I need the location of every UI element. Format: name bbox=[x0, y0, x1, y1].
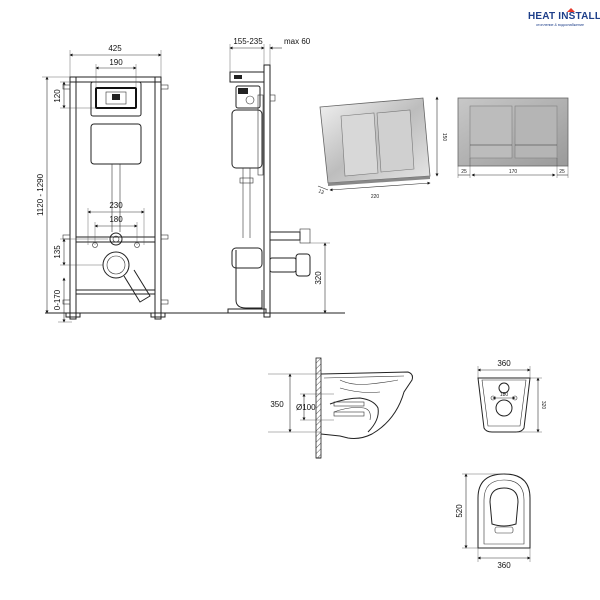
dim-hole-spacing: 180 bbox=[500, 392, 509, 398]
dim-pipe-diameter: Ø100 bbox=[296, 403, 316, 412]
front-button-right bbox=[514, 105, 558, 159]
frame-post-left bbox=[69, 76, 77, 320]
dim-plate-depth: 13 bbox=[317, 188, 325, 196]
dim-drain-outer: 230 bbox=[109, 201, 123, 210]
side-top-bracket bbox=[229, 71, 265, 83]
frame-top-rail bbox=[69, 76, 162, 83]
dim-margin-left: 25 bbox=[461, 169, 467, 175]
dim-frame-width: 425 bbox=[108, 44, 122, 53]
dim-depth-range: 155-235 bbox=[233, 37, 263, 46]
dim-max-depth: max 60 bbox=[284, 37, 311, 46]
toilet-top-view: 520 360 bbox=[455, 473, 531, 570]
dim-plate-height: 150 bbox=[441, 133, 447, 142]
dim-top-width: 360 bbox=[497, 561, 511, 570]
dim-back-height: 320 bbox=[540, 401, 546, 410]
dim-top-width: 190 bbox=[109, 58, 123, 67]
toilet-top-outline bbox=[477, 473, 531, 549]
side-cistern bbox=[231, 109, 263, 169]
brand-tagline: отопление & водоснабжение bbox=[536, 23, 585, 27]
service-opening bbox=[90, 81, 142, 117]
house-roof-icon bbox=[567, 8, 575, 12]
dim-top-length: 520 bbox=[455, 504, 464, 518]
front-button-left bbox=[469, 105, 513, 159]
side-drain-elbow bbox=[235, 250, 263, 309]
flush-plate-front: 25 170 25 bbox=[457, 97, 569, 178]
dim-margin-right: 25 bbox=[559, 169, 565, 175]
dim-plate-width: 220 bbox=[371, 194, 380, 200]
side-drain-connection bbox=[269, 257, 297, 273]
bowl-opening bbox=[489, 487, 519, 527]
dim-toilet-height: 350 bbox=[270, 400, 284, 409]
water-inlet bbox=[109, 232, 123, 246]
frame-side-view: 155-235 max 60 320 bbox=[205, 37, 345, 318]
frame-post-right bbox=[154, 76, 162, 320]
dim-top-height: 120 bbox=[53, 89, 62, 103]
toilet-wall bbox=[315, 357, 322, 459]
toilet-side-view: 350 Ø100 bbox=[268, 357, 413, 459]
flush-button-right bbox=[376, 109, 415, 173]
water-inlet-hole bbox=[498, 382, 510, 394]
toilet-trap bbox=[329, 397, 379, 433]
brand-name: HEAT INSTALL bbox=[528, 11, 600, 22]
dim-drain-height: 135 bbox=[53, 245, 62, 259]
toilet-back-outline bbox=[477, 377, 531, 433]
dim-outlet-height: 320 bbox=[314, 271, 323, 285]
frame-front-view: 425 190 120 1120 - 1290 230 180 135 0-17… bbox=[36, 44, 205, 323]
dim-center-width: 170 bbox=[509, 169, 518, 175]
toilet-bowl-side bbox=[320, 371, 413, 439]
dim-back-width: 360 bbox=[497, 359, 511, 368]
dim-floor-range: 0-170 bbox=[53, 289, 62, 310]
flush-plate-isometric: 220 150 13 bbox=[317, 96, 447, 200]
drain-hole bbox=[495, 399, 513, 417]
toilet-back-view: 360 180 320 bbox=[477, 359, 546, 433]
brand-logo: HEAT INSTALL отопление & водоснабжение bbox=[528, 8, 600, 32]
wall-section bbox=[263, 64, 271, 318]
dim-frame-height: 1120 - 1290 bbox=[36, 173, 45, 216]
drain-elbow bbox=[123, 269, 151, 303]
side-water-connection bbox=[269, 231, 301, 241]
flush-button-left bbox=[340, 112, 379, 177]
flush-mechanism bbox=[95, 87, 137, 109]
cistern bbox=[90, 123, 142, 165]
dim-drain-inner: 180 bbox=[109, 215, 123, 224]
